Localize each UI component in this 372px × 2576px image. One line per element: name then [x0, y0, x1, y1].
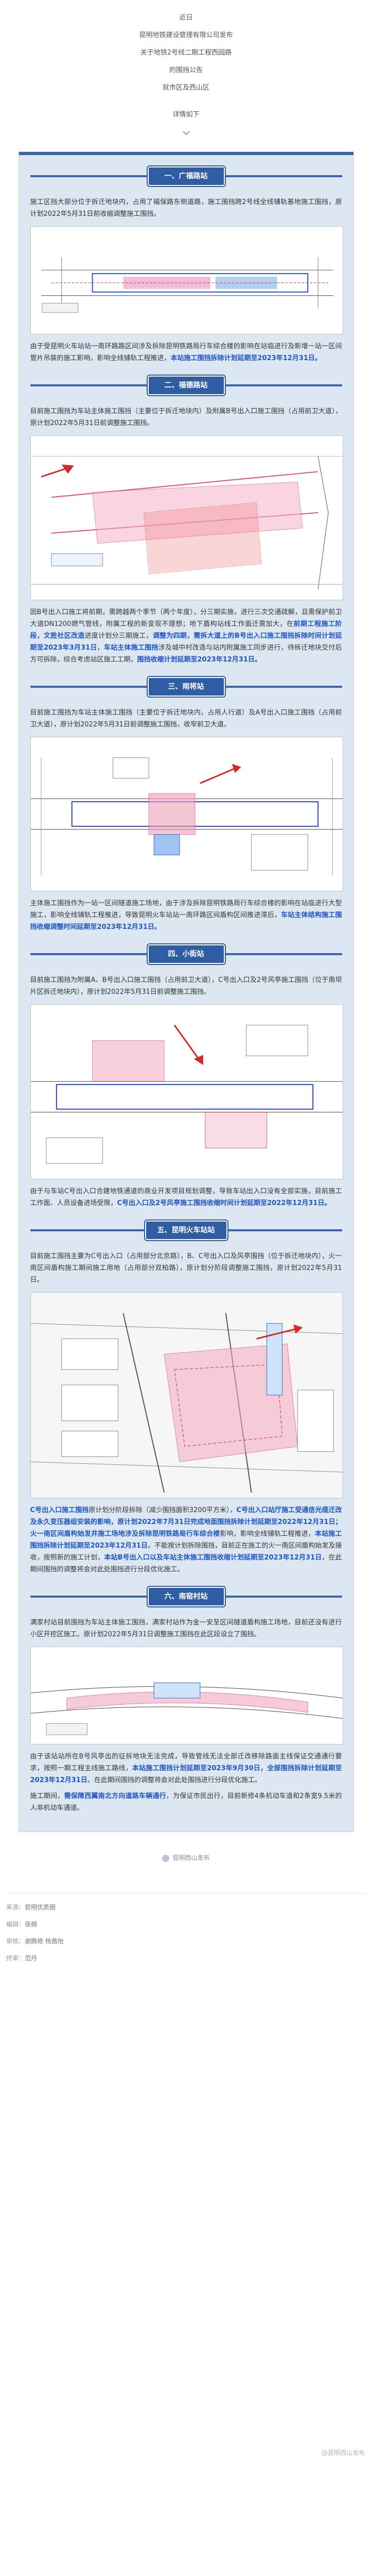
article-card: 一、广福路站 施工区挡大部分位于拆迁地块内，占用了福保路东侧道路，施工围挡跨2号…	[18, 151, 354, 1832]
para-text: 由于该站站所在B号风亭出的征拆地块无法完成，导致管线无法全部迁改移除路面主线保证…	[30, 1753, 342, 1772]
card-stripe	[19, 152, 353, 155]
section-fude: 二、福德路站 目前施工围挡为车站主体施工围挡（主要位于拆迁地块内）及附属B号出入…	[30, 374, 343, 666]
watermark: @昆明西山发布	[321, 2449, 365, 2456]
meta-value: 张楠	[25, 1921, 38, 1928]
para-highlight: 本站施工围挡拆除计划延期至2023年12月31日	[30, 1530, 342, 1550]
section-paragraph: 目前施工围挡主要为C号出入口（占用部分北京路），B、C号出入口及风亭围挡（位于拆…	[30, 1250, 342, 1286]
para-highlight: 车站主体结构施工围挡收缩调整时间延期至2023年12月31日。	[30, 911, 342, 931]
para-highlight: 调整为四期，需拆大道上的B号出入口施工围挡拆除时间计划延期至2023年3月31日	[30, 632, 342, 652]
section-paragraph: 目前施工围挡为车站主体施工围挡（主要位于拆迁地块内，占用人行道）及A号出入口施工…	[30, 707, 342, 731]
para-text: 目前施工围挡为车站主体施工围挡（主要位于拆迁地块内，占用人行道）及A号出入口施工…	[30, 709, 342, 728]
section-header: 三、雨将站	[30, 675, 342, 699]
meta-label: 审核：	[6, 1938, 25, 1945]
article-page: 近日 昆明地铁建设管理有限公司发布 关于地铁2号线二期工程西园路 的围挡公告 就…	[0, 0, 372, 2456]
para-text: ，为保证市民出行，目前新修4条机动车道和2条宽9.5米的人非机动车通道。	[30, 1792, 342, 1812]
para-text: 施工区挡大部分位于拆迁地块内，占用了福保路东侧道路，施工围挡跨2号线全线铺轨基地…	[30, 198, 342, 218]
para-highlight: 车站主体施工围挡	[103, 644, 158, 652]
section-header: 五、昆明火车站站	[30, 1218, 342, 1242]
para-text: 施工期间，	[30, 1792, 64, 1800]
para-highlight: 本站施工围挡拆除计划延期至2023年12月31日。	[170, 354, 322, 362]
para-text: 由于与车站C号出入口合建地铁通道的商业开发项目规划调整，导致车站出入口没有全部实…	[30, 1188, 342, 1207]
article-meta: 来源：昆明优质圈 编辑：张楠 审核：谢腾艳 杨茜怡 终审：范丹	[0, 1893, 372, 1963]
intro: 近日 昆明地铁建设管理有限公司发布 关于地铁2号线二期工程西园路 的围挡公告 就…	[0, 0, 372, 139]
meta-label: 来源：	[6, 1904, 25, 1911]
para-highlight: 围挡收缩计划延期至2023年12月31日。	[137, 656, 261, 664]
para-text: 。不能按计划拆除围挡，目前正在施工的火一南区间盾构始发及接收，按照新的施工计划，	[30, 1542, 342, 1562]
site-map-kunming-station	[30, 1292, 343, 1498]
para-text: 主体施工围挡作为一站一区间隧道施工场地，由于涉及拆除昆明铁路局行车综合楼的影响在…	[30, 900, 342, 919]
section-paragraph: 目前施工围挡为附属A、B号出入口施工围挡（占用前卫大道），C号出入口及2号风亭施…	[30, 974, 342, 998]
section-title: 四、小街站	[147, 944, 225, 964]
section-header: 四、小街站	[30, 942, 342, 966]
intro-line: 就市区及西山区	[162, 84, 209, 92]
para-text: 进度计划分三期施工，	[84, 632, 153, 640]
intro-line: 的围挡公告	[169, 66, 203, 74]
section-paragraph: 主体施工围挡作为一站一区间隧道施工场地，由于涉及拆除昆明铁路局行车综合楼的影响在…	[30, 897, 342, 933]
section-xiaojie: 四、小街站 目前施工围挡为附属A、B号出入口施工围挡（占用前卫大道），C号出入口…	[30, 942, 343, 1209]
section-header: 二、福德路站	[30, 374, 342, 397]
para-text: ，在此期间围挡的调整将会对此处围挡进行分段优化施工。	[30, 1554, 342, 1573]
section-header: 一、广福路站	[30, 164, 342, 188]
section-paragraph: 施工期间，需保障西翼南北方向道路车辆通行，为保证市民出行，目前新修4条机动车道和…	[30, 1790, 342, 1814]
para-highlight: C号出入口施工围挡	[30, 1506, 89, 1514]
section-paragraph: C号出入口施工围挡原计划分阶段拆除（减少围挡面积3200平方米），C号出入口站厅…	[30, 1504, 342, 1575]
para-highlight: 需保障西翼南北方向道路车辆通行	[64, 1792, 166, 1800]
section-title: 一、广福路站	[147, 166, 225, 186]
para-highlight: 前期工程施工阶段，文胜社区改造	[30, 620, 342, 640]
section-header: 六、南窑村站	[30, 1585, 342, 1608]
chevron-down-icon	[180, 127, 192, 139]
intro-line: 昆明地铁建设管理有限公司发布	[139, 31, 233, 39]
footer-brand[interactable]: 昆明西山发布	[0, 1853, 372, 1863]
para-text: 涉及城中村改造与站内附属施工同步进行，待拆迁地块交付后方可拆除，综合考虑站区施工…	[30, 644, 342, 664]
section-paragraph: 由于与车站C号出入口合建地铁通道的商业开发项目规划调整，导致车站出入口没有全部实…	[30, 1185, 342, 1209]
section-yujiang: 三、雨将站 目前施工围挡为车站主体施工围挡（主要位于拆迁地块内，占用人行道）及A…	[30, 675, 343, 933]
section-nanyaocun: 六、南窑村站 满家村站目前围挡为车站主体施工围挡，满家村站作为金一安至区间隧道盾…	[30, 1585, 343, 1814]
meta-source: 来源：昆明优质圈	[6, 1903, 366, 1912]
section-title: 六、南窑村站	[147, 1587, 225, 1606]
section-paragraph: 由于受昆明火车站站一南环路路区间涉及拆除昆明铁路局行车综合楼的影响在站临进行及新…	[30, 341, 342, 364]
para-text: 目前施工围挡为附属A、B号出入口施工围挡（占用前卫大道），C号出入口及2号风亭施…	[30, 976, 342, 996]
section-kunming-station: 五、昆明火车站站 目前施工围挡主要为C号出入口（占用部分北京路），B、C号出入口…	[30, 1218, 343, 1575]
meta-review: 审核：谢腾艳 杨茜怡	[6, 1937, 366, 1946]
para-text: 影响，影响全线铺轨工程推进，	[220, 1530, 315, 1538]
para-text: ，	[97, 644, 104, 652]
section-title: 五、昆明火车站站	[145, 1221, 227, 1240]
intro-line: 关于地铁2号线二期工程西园路	[140, 49, 232, 57]
meta-label: 终审：	[6, 1955, 25, 1962]
para-highlight: C号出入口及2号风亭施工围挡收缩时间计划延期至2022年12月31日。	[117, 1199, 331, 1207]
para-text: 目前施工围挡主要为C号出入口（占用部分北京路），B、C号出入口及风亭围挡（位于拆…	[30, 1252, 342, 1284]
site-map-fude	[30, 435, 343, 600]
section-paragraph: 施工区挡大部分位于拆迁地块内，占用了福保路东侧道路，施工围挡跨2号线全线铺轨基地…	[30, 196, 342, 220]
section-paragraph: 由于该站站所在B号风亭出的征拆地块无法完成，导致管线无法全部迁改移除路面主线保证…	[30, 1751, 342, 1786]
meta-value: 谢腾艳 杨茜怡	[25, 1938, 64, 1945]
site-map-guangfu	[30, 226, 343, 334]
section-title: 二、福德路站	[147, 376, 225, 395]
meta-value: 范丹	[25, 1955, 38, 1962]
meta-label: 编辑：	[6, 1921, 25, 1928]
para-text: 。在此期间围挡的调整将会对此处围挡进行分段优化施工。	[87, 1776, 261, 1784]
meta-value: 昆明优质圈	[25, 1904, 56, 1911]
section-paragraph: 满家村站目前围挡为车站主体施工围挡，满家村站作为金一安至区间隧道盾构施工场地，目…	[30, 1617, 342, 1640]
section-paragraph: 因B号出入口施工将前期，需跨越两个季节（两个年度），分三期实施，进行三次交通疏解…	[30, 606, 342, 666]
site-map-nanyaocun	[30, 1647, 343, 1744]
section-guangfu: 一、广福路站 施工区挡大部分位于拆迁地块内，占用了福保路东侧道路，施工围挡跨2号…	[30, 164, 343, 364]
para-highlight: 本站施工围挡计划延期至2023年9月30日，全部围挡拆除计划延期至2023年12…	[30, 1765, 342, 1784]
info-circle-icon	[162, 1854, 170, 1862]
para-text: 因B号出入口施工将前期，需跨越两个季节（两个年度），分三期实施，进行三次交通疏解…	[30, 608, 342, 628]
intro-detail: 详情如下	[172, 111, 200, 118]
meta-editor: 编辑：张楠	[6, 1920, 366, 1929]
para-text: 原计划分阶段拆除（减少围挡面积3200平方米），	[88, 1506, 237, 1514]
site-map-yujiang	[30, 737, 343, 891]
section-paragraph: 目前施工围挡为车站主体施工围挡（主要位于拆迁地块内）及附属B号出入口施工围挡（占…	[30, 405, 342, 429]
intro-line: 近日	[179, 14, 193, 22]
section-title: 三、雨将站	[147, 677, 225, 697]
meta-final: 终审：范丹	[6, 1954, 366, 1963]
site-map-xiaojie	[30, 1004, 343, 1179]
para-text: 满家村站目前围挡为车站主体施工围挡，满家村站作为金一安至区间隧道盾构施工场地，目…	[30, 1619, 342, 1638]
para-highlight: 本站B号出入口以及车站主体施工围挡收缩计划延期至2023年12月31日	[104, 1554, 322, 1562]
para-text: 目前施工围挡为车站主体施工围挡（主要位于拆迁地块内）及附属B号出入口施工围挡（占…	[30, 408, 342, 427]
para-text: 由于受昆明火车站站一南环路路区间涉及拆除昆明铁路局行车综合楼的影响在站临进行及新…	[30, 343, 342, 362]
brand-name: 昆明西山发布	[172, 1854, 210, 1861]
para-highlight: C号出入口站厅施工受通信光缆迁改及永久变压器组安装的影响，原计划2022年7月3…	[30, 1506, 342, 1538]
